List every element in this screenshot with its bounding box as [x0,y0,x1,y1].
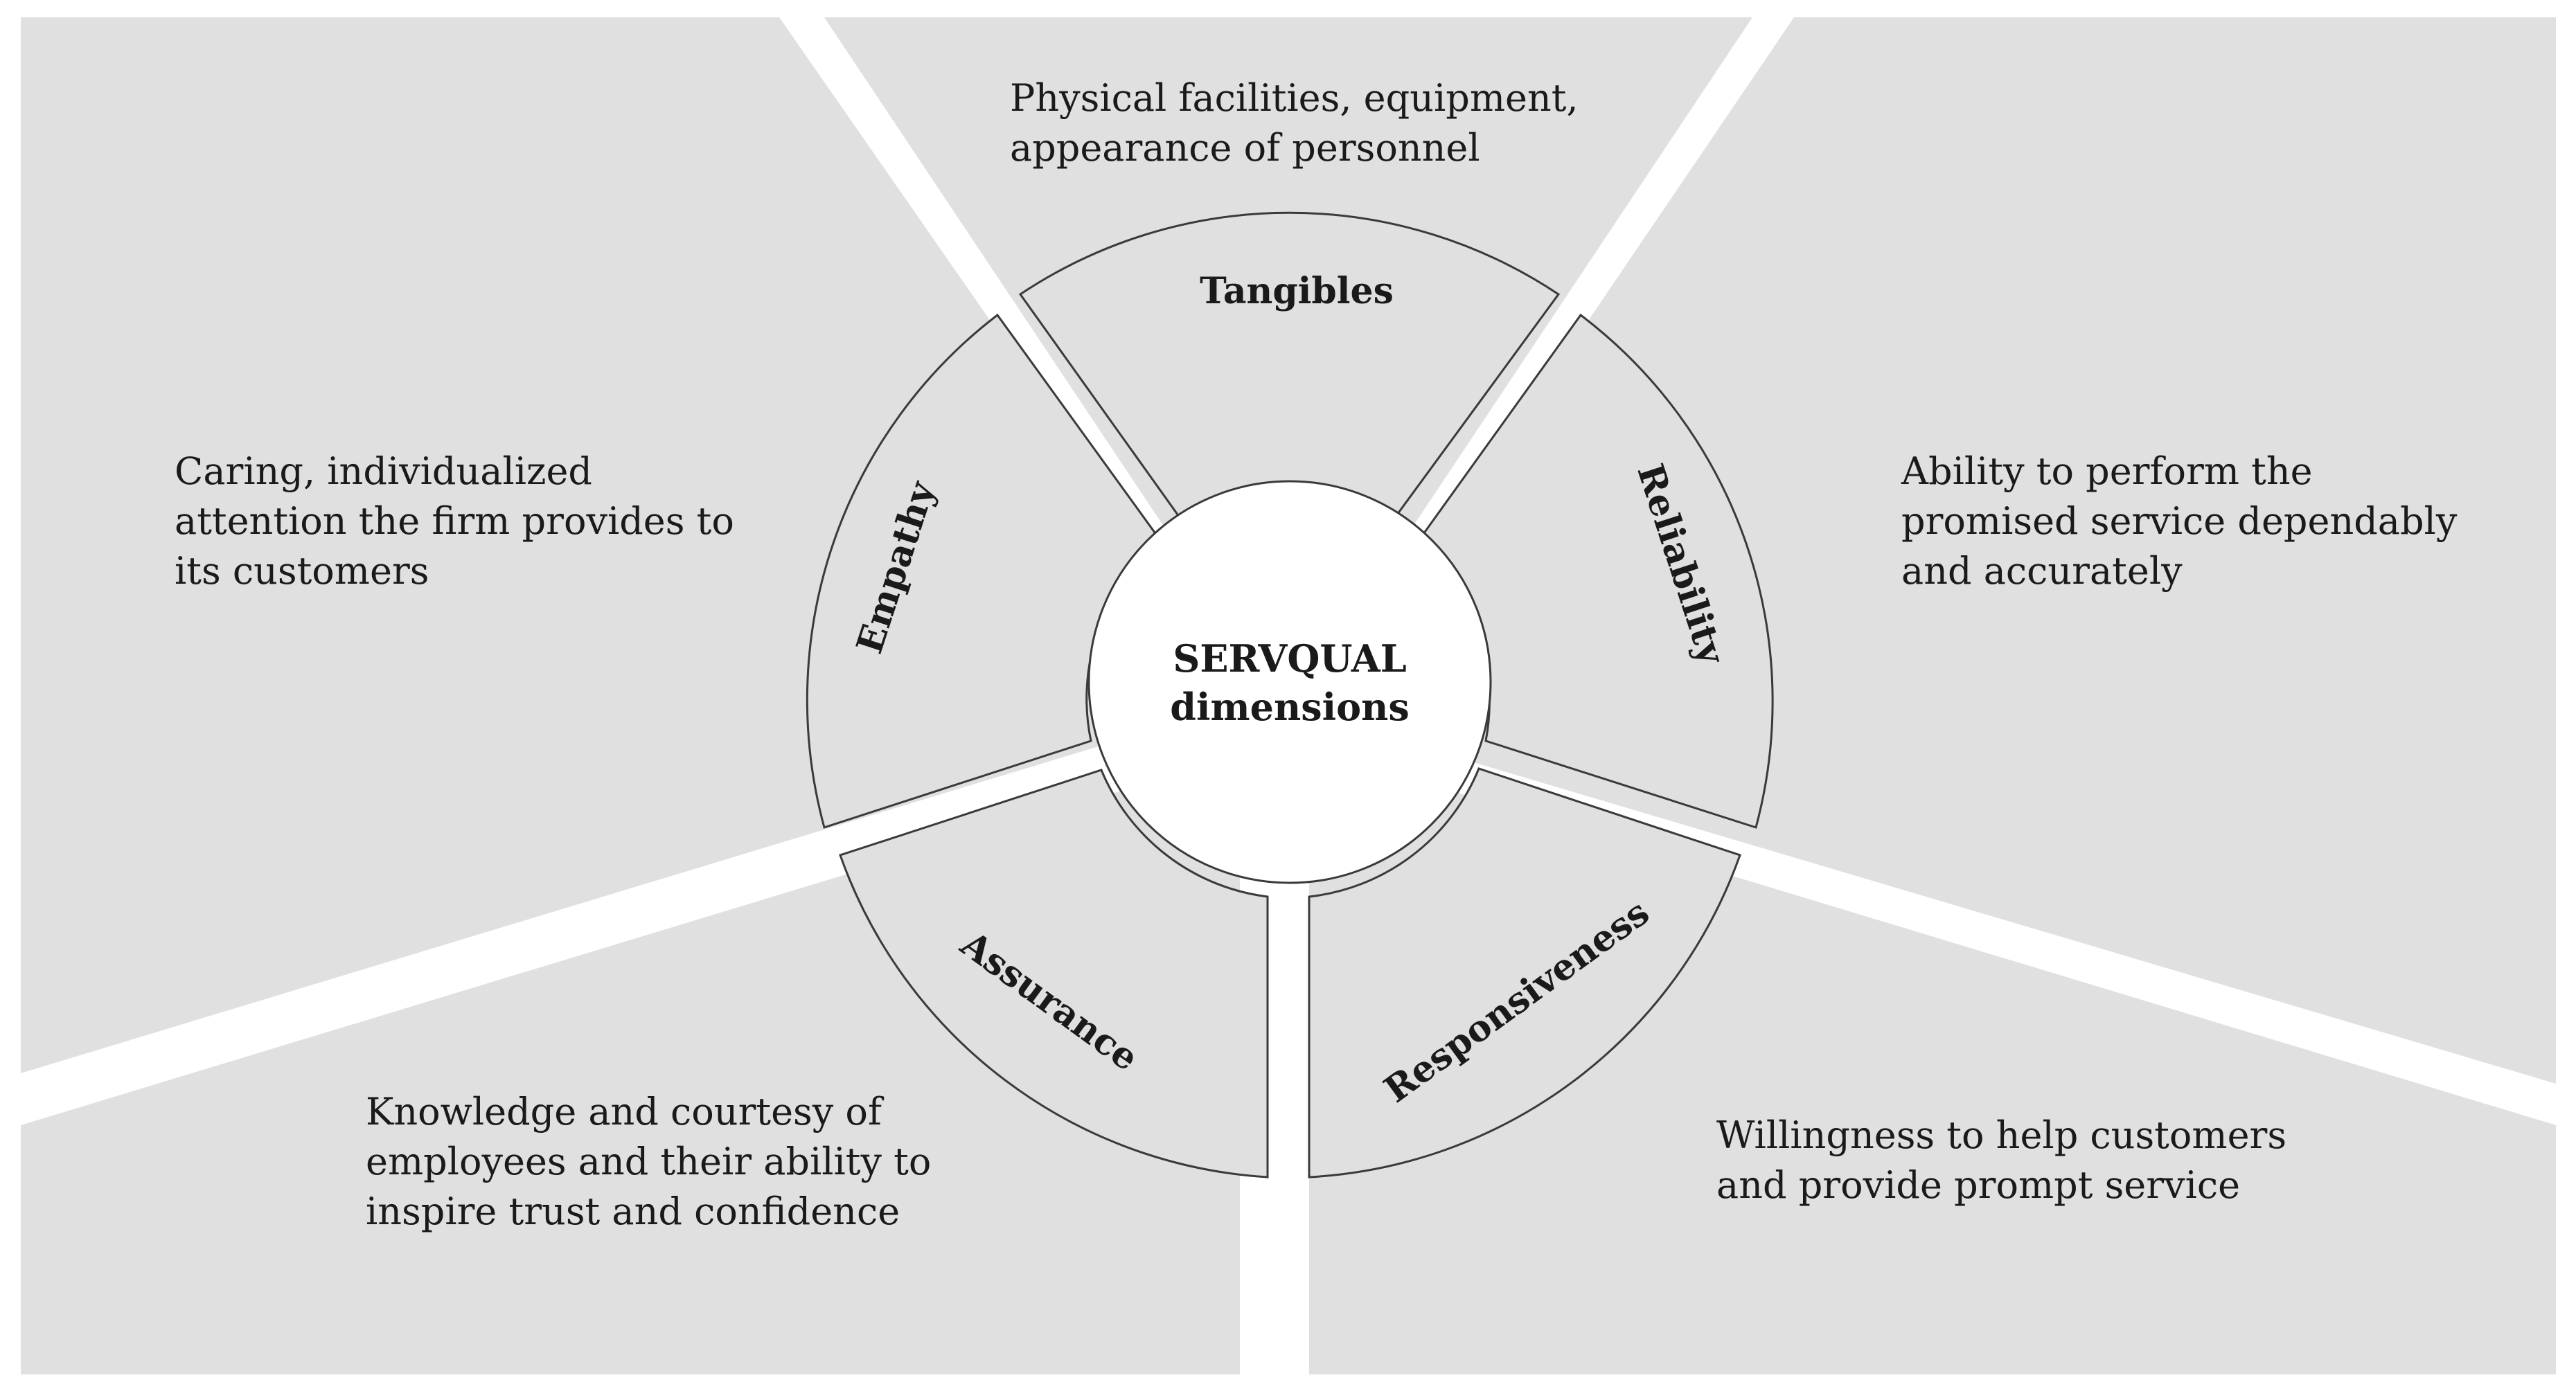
description-line: employees and their ability to [366,1140,932,1183]
description-line: Caring, individualized [175,449,592,493]
description-line: Physical facilities, equipment, [1010,76,1579,120]
center-label-line1: SERVQUAL [1173,636,1406,681]
description-line: appearance of personnel [1010,126,1480,170]
description-line: promised service dependably [1901,499,2458,543]
description-line: inspire trust and confidence [366,1190,900,1233]
description-reliability: Ability to perform the promised service … [1901,447,2457,596]
center-hub [1087,480,1492,884]
description-line: Knowledge and courtesy of [366,1090,882,1133]
description-assurance: Knowledge and courtesy of employees and … [366,1087,931,1237]
wedge-reliability [1320,17,2556,1084]
description-tangibles: Physical facilities, equipment, appearan… [1010,73,1579,173]
description-empathy: Caring, individualized attention the fir… [175,447,734,596]
center-label-line2: dimensions [1170,685,1410,729]
description-line: and provide prompt service [1716,1163,2241,1207]
description-line: its customers [175,549,429,593]
description-line: Ability to perform the [1901,449,2313,493]
wedge-empathy [21,17,1254,1073]
description-line: Willingness to help customers [1716,1113,2287,1157]
description-responsiveness: Willingness to help customers and provid… [1716,1111,2286,1210]
description-line: attention the firm provides to [175,499,734,543]
ring-segment-assurance [839,769,1269,1179]
ring-segment-responsiveness [1308,767,1741,1179]
dimension-label-tangibles: Tangibles [1200,270,1394,312]
description-line: and accurately [1901,549,2183,593]
